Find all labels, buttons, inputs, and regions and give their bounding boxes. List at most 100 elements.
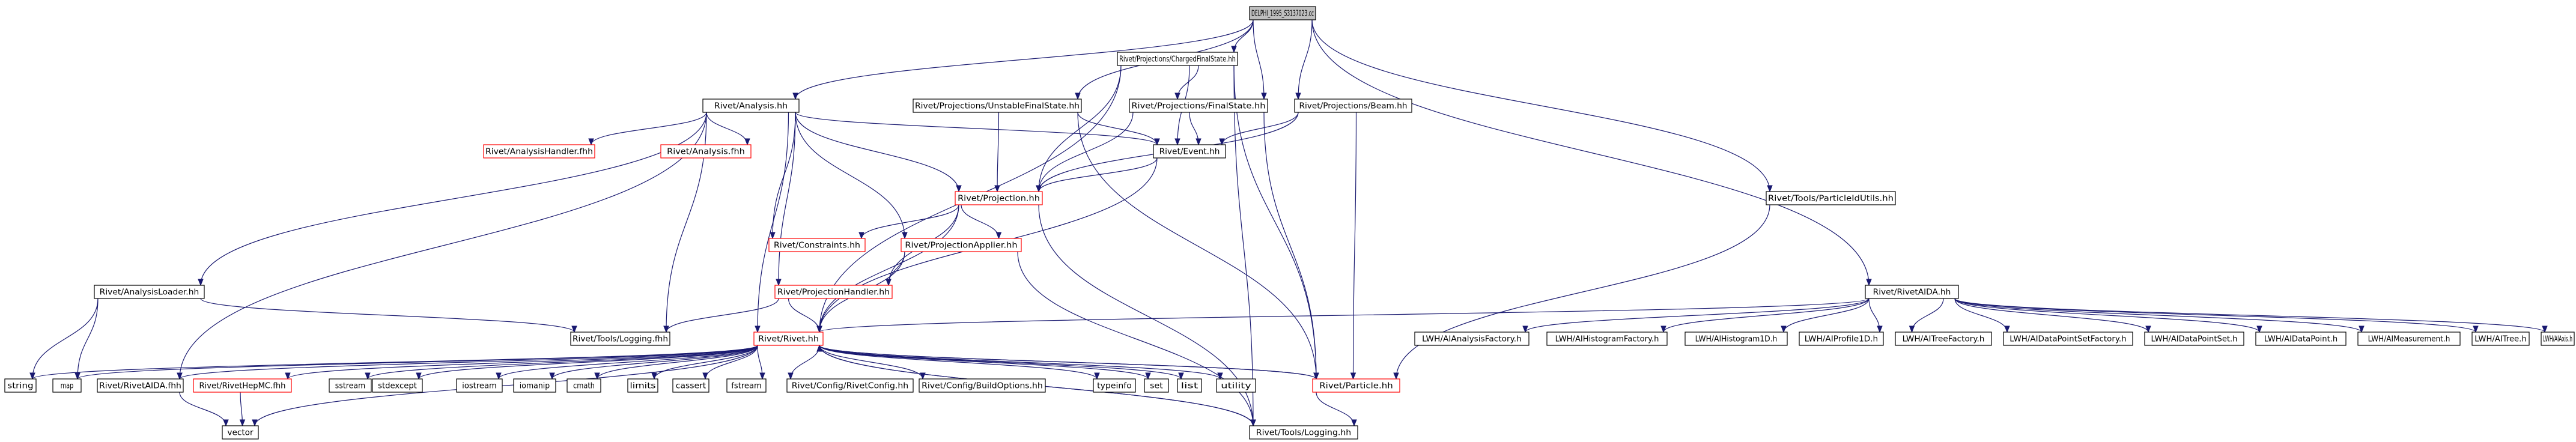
arrowhead-hepmcfhh <box>285 372 291 380</box>
node-map[interactable]: map <box>52 378 82 393</box>
node-cassert[interactable]: cassert <box>672 378 709 393</box>
node-root[interactable]: DELPHI_1995_S3137023.cc <box>1249 6 1316 20</box>
node-l_m[interactable]: LWH/AIMeasurement.h <box>2357 331 2461 346</box>
arrowhead-l_h1 <box>1781 325 1787 333</box>
edge-rivetaida-to-rivet <box>819 298 1870 333</box>
arrowhead-typeinfo <box>1094 372 1100 380</box>
node-label: LWH/AIDataPoint.h <box>2264 335 2338 344</box>
node-label: limits <box>630 382 655 391</box>
node-typeinfo[interactable]: typeinfo <box>1093 378 1136 393</box>
edge-rivet-to-rcfg <box>790 345 820 380</box>
edge-proj-to-loghh <box>1038 204 1254 426</box>
node-afh[interactable]: Rivet/Analysis.fhh <box>660 144 752 159</box>
edge-rivet-to-raidafhh <box>179 345 758 380</box>
node-l_dps[interactable]: LWH/AIDataPointSet.h <box>2144 331 2244 346</box>
node-label: vector <box>227 429 254 438</box>
arrowhead-l_t <box>2473 325 2479 333</box>
node-box <box>2144 331 2244 346</box>
node-loghh[interactable]: Rivet/Tools/Logging.hh <box>1249 425 1358 440</box>
arrowhead-logfhh <box>571 325 577 333</box>
node-label: LWH/AIHistogramFactory.h <box>1555 335 1659 344</box>
node-analysis[interactable]: Rivet/Analysis.hh <box>702 98 800 113</box>
node-l_hf[interactable]: LWH/AIHistogramFactory.h <box>1546 331 1668 346</box>
edge-fs-to-proj <box>1038 112 1134 192</box>
arrowhead-projapp <box>902 232 908 240</box>
node-rcfg[interactable]: Rivet/Config/RivetConfig.hh <box>786 378 914 393</box>
edge-rivet-to-list <box>819 345 1182 380</box>
node-label: Rivet/AnalysisHandler.fhh <box>485 148 593 157</box>
node-limits[interactable]: limits <box>627 378 658 393</box>
node-event[interactable]: Rivet/Event.hh <box>1153 144 1226 159</box>
arrowhead-l_hf <box>1660 325 1666 333</box>
node-l_af[interactable]: LWH/AIAnalysisFactory.h <box>1414 331 1530 346</box>
node-aload[interactable]: Rivet/AnalysisLoader.hh <box>94 285 205 299</box>
node-particle[interactable]: Rivet/Particle.hh <box>1312 378 1400 393</box>
node-cmath[interactable]: cmath <box>567 378 601 393</box>
node-cons[interactable]: Rivet/Constraints.hh <box>768 238 866 252</box>
edge-rivet-to-string <box>32 345 758 380</box>
node-set[interactable]: set <box>1144 378 1169 393</box>
edge-ufs-to-particle <box>1077 112 1317 380</box>
node-label: Rivet/Analysis.fhh <box>667 148 745 157</box>
node-hepmcfhh[interactable]: Rivet/RivetHepMC.fhh <box>193 378 292 393</box>
node-box <box>786 378 914 393</box>
node-l_tf[interactable]: LWH/AITreeFactory.h <box>1895 331 1992 346</box>
edge-root-to-fs <box>1253 19 1265 100</box>
arrowhead-stdexcept <box>416 372 422 380</box>
node-label: Rivet/Config/BuildOptions.hh <box>922 382 1043 391</box>
arrowhead-iomanip <box>549 372 555 380</box>
node-label: Rivet/Tools/ParticleIdUtils.hh <box>1768 195 1894 204</box>
node-ufs[interactable]: Rivet/Projections/UnstableFinalState.hh <box>913 98 1082 113</box>
node-box <box>94 285 205 299</box>
node-iomanip[interactable]: iomanip <box>513 378 556 393</box>
edge-projh-to-logfhh <box>666 298 779 333</box>
node-box <box>4 378 37 393</box>
node-beam[interactable]: Rivet/Projections/Beam.hh <box>1294 98 1412 113</box>
arrowhead-fs <box>1174 92 1180 100</box>
node-proj[interactable]: Rivet/Projection.hh <box>955 191 1043 205</box>
node-stdexcept[interactable]: stdexcept <box>372 378 423 393</box>
node-cfs[interactable]: Rivet/Projections/ChargedFinalState.hh <box>1117 52 1238 66</box>
node-projh[interactable]: Rivet/ProjectionHandler.hh <box>774 285 893 299</box>
node-string[interactable]: string <box>4 378 37 393</box>
arrowhead-ufs <box>1075 92 1081 100</box>
node-fs[interactable]: Rivet/Projections/FinalState.hh <box>1129 98 1268 113</box>
node-box <box>1177 378 1202 393</box>
node-box <box>222 425 259 440</box>
node-bopt[interactable]: Rivet/Config/BuildOptions.hh <box>919 378 1046 393</box>
arrowhead-l_m <box>2359 325 2365 333</box>
node-box <box>1153 144 1226 159</box>
node-l_dp[interactable]: LWH/AIDataPoint.h <box>2255 331 2347 346</box>
node-l_p1[interactable]: LWH/AIProfile1D.h <box>1799 331 1884 346</box>
node-projapp[interactable]: Rivet/ProjectionApplier.hh <box>901 238 1022 252</box>
node-sstream[interactable]: sstream <box>329 378 372 393</box>
node-vector[interactable]: vector <box>222 425 259 440</box>
edge-rivetaida-to-l_dps <box>1954 298 2149 333</box>
node-label: LWH/AIAxis.h <box>2543 335 2572 344</box>
edge-proj-to-projapp <box>961 204 1000 239</box>
node-label: Rivet/Projections/ChargedFinalState.hh <box>1119 55 1236 64</box>
node-rivet[interactable]: Rivet/Rivet.hh <box>753 331 824 346</box>
node-l_ax[interactable]: LWH/AIAxis.h <box>2541 331 2575 346</box>
node-raidafhh[interactable]: Rivet/RivetAIDA.fhh <box>97 378 184 393</box>
edge-cfs-to-loghh <box>1233 65 1254 426</box>
node-iostream[interactable]: iostream <box>456 378 503 393</box>
node-box <box>1546 331 1668 346</box>
node-box <box>97 378 184 393</box>
node-puh[interactable]: Rivet/Tools/ParticleIdUtils.hh <box>1766 191 1896 205</box>
node-l_h1[interactable]: LWH/AIHistogram1D.h <box>1684 331 1788 346</box>
node-fstream[interactable]: fstream <box>726 378 767 393</box>
arrowhead-cons <box>770 232 776 240</box>
node-ahfh[interactable]: Rivet/AnalysisHandler.fhh <box>483 144 595 159</box>
node-l_t[interactable]: LWH/AITree.h <box>2471 331 2530 346</box>
node-box <box>2541 331 2575 346</box>
node-l_dpsf[interactable]: LWH/AIDataPointSetFactory.h <box>2003 331 2133 346</box>
node-utility[interactable]: utility <box>1216 378 1256 393</box>
node-logfhh[interactable]: Rivet/Tools/Logging.fhh <box>570 331 670 346</box>
edge-cfs-to-particle <box>1233 65 1317 380</box>
node-rivetaida[interactable]: Rivet/RivetAIDA.hh <box>1865 285 1959 299</box>
node-label: Rivet/ProjectionHandler.hh <box>777 288 890 297</box>
node-label: set <box>1150 382 1163 391</box>
arrowhead-cmath <box>594 372 600 380</box>
node-list[interactable]: list <box>1177 378 1202 393</box>
